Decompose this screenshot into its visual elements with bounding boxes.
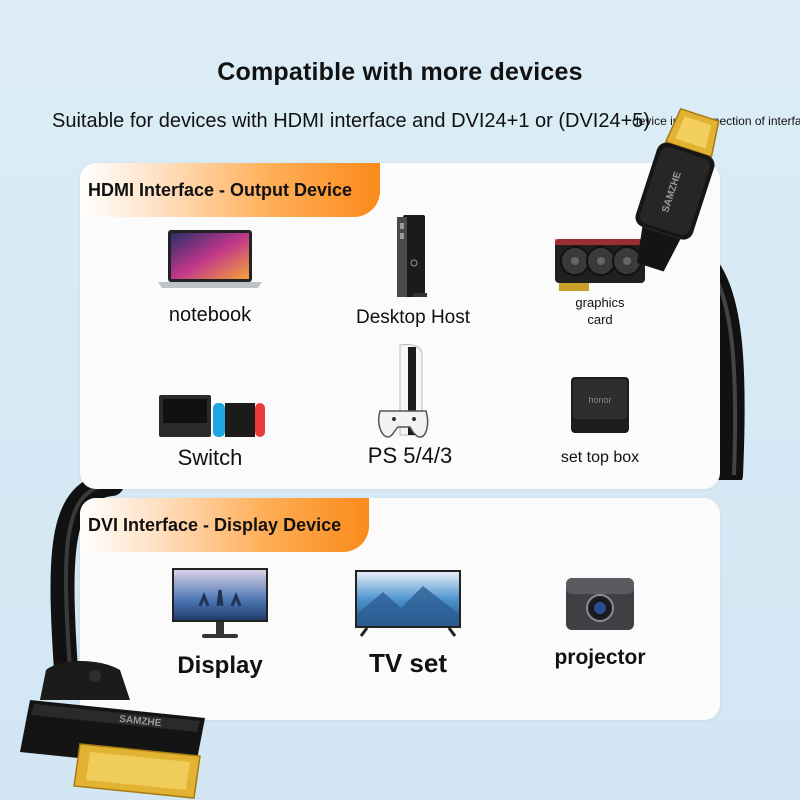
device-projector: projector <box>545 576 655 670</box>
page-subtitle: Suitable for devices with HDMI interface… <box>52 110 800 133</box>
laptop-icon <box>158 230 262 288</box>
device-label: graphics <box>575 295 625 310</box>
device-label: projector <box>554 646 646 669</box>
subtitle-tail: device interconnection of interfaces <box>632 114 800 128</box>
device-label: notebook <box>168 304 252 326</box>
device-label: TV set <box>368 648 448 678</box>
device-graphics-card: graphics card <box>550 233 650 327</box>
device-tv-set: TV set <box>350 568 466 679</box>
device-notebook: notebook <box>155 228 265 327</box>
hdmi-section-label: HDMI Interface - Output Device <box>80 163 381 217</box>
dvi-section-label: DVI Interface - Display Device <box>80 498 370 552</box>
hdmi-output-panel: HDMI Interface - Output Device notebook … <box>80 163 720 489</box>
subtitle-main: Suitable for devices with HDMI interface… <box>52 110 651 132</box>
honor-brand-mark: honor <box>588 395 611 405</box>
device-set-top-box: honor set top box <box>550 375 650 467</box>
monitor-icon <box>172 568 268 638</box>
switch-console-icon <box>159 395 265 437</box>
tv-icon <box>355 570 461 637</box>
page-title: Compatible with more devices <box>217 58 583 86</box>
playstation-icon <box>377 344 429 438</box>
device-label: set top box <box>560 449 640 466</box>
projector-icon <box>566 578 634 630</box>
device-label: Display <box>177 652 263 679</box>
device-desktop-host: Desktop Host <box>348 213 478 329</box>
set-top-box-icon: honor <box>571 377 629 433</box>
device-label: Switch <box>177 445 243 470</box>
device-label: card <box>587 312 613 327</box>
dvi-display-panel: DVI Interface - Display Device Display <box>80 498 720 720</box>
desktop-tower-icon <box>397 215 427 297</box>
device-label: PS 5/4/3 <box>367 443 453 468</box>
graphics-card-icon <box>555 239 645 291</box>
device-display: Display <box>165 566 275 680</box>
device-switch: Switch <box>155 391 265 471</box>
device-ps: PS 5/4/3 <box>345 341 475 469</box>
device-label: Desktop Host <box>355 307 471 328</box>
